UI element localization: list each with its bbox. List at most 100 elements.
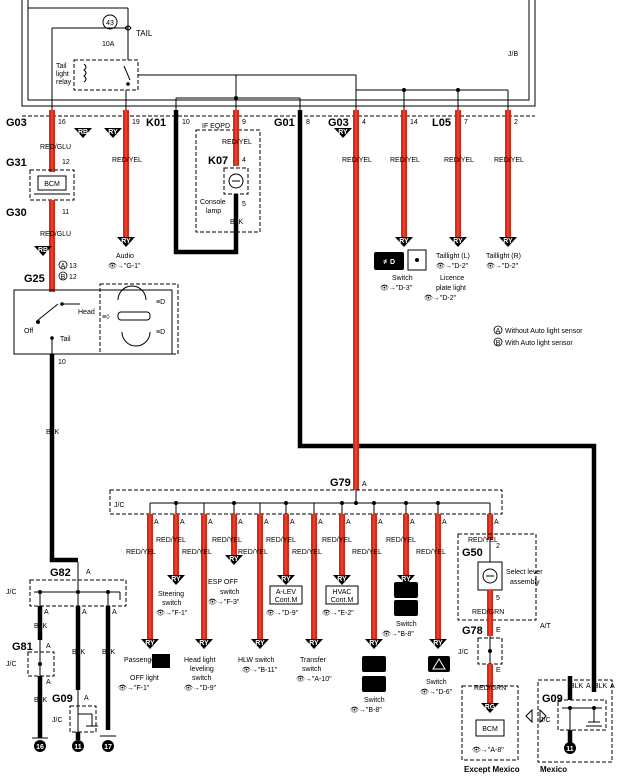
svg-text:RED/YEL: RED/YEL [126, 549, 156, 556]
g25-pin-a: 13 [69, 263, 77, 270]
seat-heater-switch-icon-2 [394, 600, 418, 616]
licence-label-2: plate light [436, 285, 466, 292]
passenger-label-2: OFF light [130, 675, 159, 682]
alternative-arrows-icon [525, 708, 547, 724]
ground-16-icon [34, 740, 46, 752]
svg-text:RY: RY [171, 576, 181, 583]
svg-text:A: A [154, 519, 159, 526]
taillight-l-label: Taillight (L) [436, 253, 470, 260]
svg-text:RY: RY [199, 640, 209, 647]
pin-10: 10 [182, 119, 190, 126]
wire-label-blk-mex2: BLK [594, 683, 608, 690]
g82-pin-labels: A A A [44, 609, 117, 616]
relay-label-1: Tail [56, 63, 67, 70]
hvac-label-2: Cont.M [331, 597, 354, 604]
bcm-label: BCM [44, 181, 60, 188]
drop-wire-labels: RED/YEL RED/YEL RED/YEL RED/YEL RED/YEL … [126, 537, 498, 556]
switch-d6-ref: 👁→"D-6" [420, 688, 453, 696]
badge-rg: RG [481, 703, 499, 713]
hvac-module-icon [325, 585, 359, 605]
pin-g79-a: A [362, 481, 367, 488]
svg-text:A: A [44, 609, 49, 616]
legend-b: With Auto light sensor [505, 340, 573, 347]
badge-rb-2: RB [34, 246, 52, 256]
svg-text:11: 11 [74, 744, 82, 751]
headlight-label-1: Head light [184, 657, 216, 664]
jc-label-mex: J/C [540, 717, 551, 724]
wire-label-red-glu-1: RED/GLU [40, 144, 71, 151]
bcm-label-2: BCM [482, 726, 498, 733]
pin-g50-in: 2 [496, 543, 500, 550]
wire-label-red-glu-2: RED/GLU [40, 231, 71, 238]
fuse-number-circle [102, 14, 118, 30]
jc-label-main: J/C [114, 502, 125, 509]
svg-text:RED/YEL: RED/YEL [238, 549, 268, 556]
wire-label-red-grn-2: RED/GRN [474, 685, 506, 692]
drop-wires [147, 514, 493, 640]
alev-label-2: Cont.M [275, 597, 298, 604]
pin-19: 19 [132, 119, 140, 126]
connector-g25: G25 [24, 273, 45, 285]
at-label: A/T [540, 623, 552, 630]
connector-g50: G50 [462, 547, 483, 559]
svg-text:RY: RY [229, 556, 239, 563]
wire-blk-g01 [297, 110, 597, 692]
svg-text:A: A [410, 519, 415, 526]
pin-2: 2 [514, 119, 518, 126]
hvac-ref: 👁→"E-2" [322, 609, 354, 617]
badge-ry-audio: RY [117, 237, 135, 247]
wire-label-audio: RED/YEL [112, 157, 142, 164]
connector-g01: G01 [274, 117, 295, 129]
svg-text:RED/YEL: RED/YEL [292, 549, 322, 556]
wire-label-2: RED/YEL [494, 157, 524, 164]
junction-block: J/B [21, 0, 536, 107]
connector-g81: G81 [12, 641, 33, 653]
relay-label-2: light [56, 71, 69, 78]
svg-text:RY: RY [503, 238, 513, 245]
pin-4: 4 [362, 119, 366, 126]
switch-b8-top-label: Switch [396, 621, 417, 628]
connector-k07: K07 [208, 155, 228, 167]
alev-label-1: A-LEV [276, 589, 297, 596]
airbag-off-icon [152, 654, 170, 668]
jb-label: J/B [508, 51, 518, 58]
svg-text:A: A [346, 519, 351, 526]
hlw-label: HLW switch [238, 657, 275, 664]
wire-label-console: RED/YEL [222, 139, 252, 146]
svg-text:11: 11 [566, 746, 574, 753]
pin-bcm-in: 12 [62, 159, 70, 166]
transfer-label-1: Transfer [300, 657, 326, 664]
svg-text:RED/YEL: RED/YEL [416, 549, 446, 556]
hvac-label-1: HVAC [333, 589, 352, 596]
svg-text:RED/YEL: RED/YEL [156, 537, 186, 544]
svg-text:RED/YEL: RED/YEL [468, 537, 498, 544]
lower-tier-badges: RY RY RY RY RY RY [141, 639, 447, 649]
bcm-except-mexico-box [461, 685, 519, 761]
headlight-label-2: leveling [190, 666, 214, 673]
fuse-43: 43 10A TAIL [28, 7, 153, 60]
switch-head: Head [78, 309, 95, 316]
jc-label-g82: J/C [6, 589, 17, 596]
fuse-name: TAIL [136, 29, 153, 38]
wire-label-blk-g82-1: BLK [34, 623, 48, 630]
pin-8: 8 [306, 119, 310, 126]
svg-text:RED/YEL: RED/YEL [322, 537, 352, 544]
connector-g31: G31 [6, 157, 27, 169]
svg-text:≢D: ≢D [383, 259, 395, 266]
headlight-label-3: switch [192, 675, 212, 682]
svg-text:A: A [290, 519, 295, 526]
jc-pin-labels: A A A A A A A A A A A A [154, 519, 499, 526]
svg-text:RY: RY [433, 640, 443, 647]
svg-text:16: 16 [36, 744, 44, 751]
pin-g81-a: A [46, 643, 51, 650]
svg-text:RY: RY [453, 238, 463, 245]
mexico-label: Mexico [540, 765, 567, 774]
svg-text:A: A [238, 519, 243, 526]
svg-text:A: A [496, 328, 501, 335]
switch-b8-bot-ref: 👁→"B-8" [350, 706, 382, 714]
wire-blk-console [173, 110, 239, 255]
pin-g09-a: A [84, 695, 89, 702]
svg-text:A: A [82, 609, 87, 616]
legend-a: Without Auto light sensor [505, 328, 583, 335]
